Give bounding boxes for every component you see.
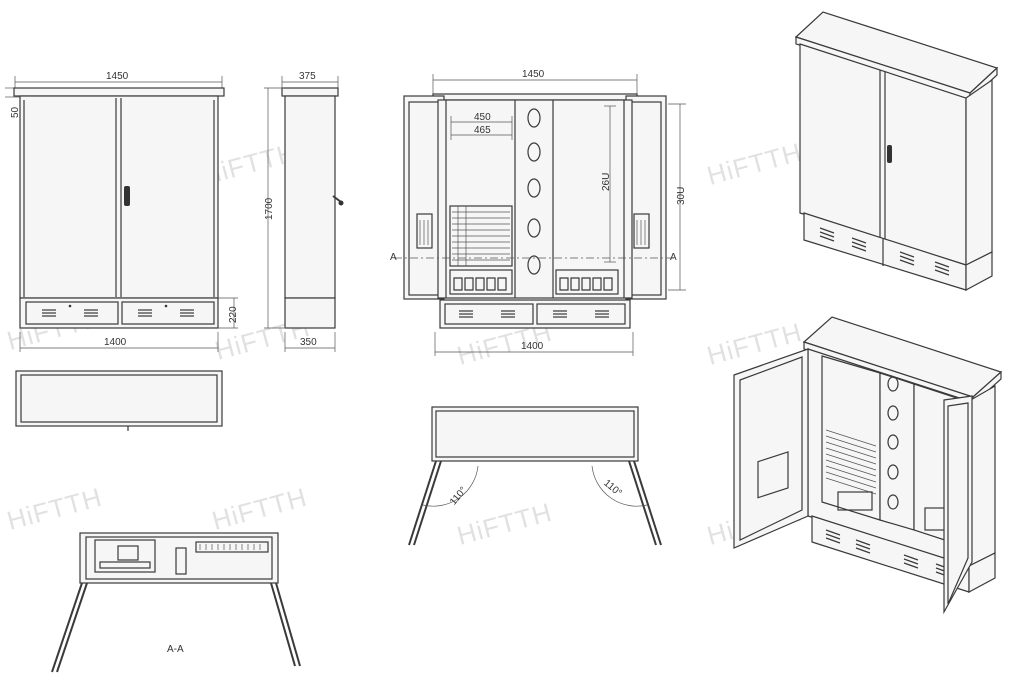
watermark: HiFTTH — [454, 497, 555, 551]
dim-height: 1700 — [264, 197, 275, 220]
section-mark-left: A — [390, 252, 397, 263]
dim-inner-1: 450 — [474, 112, 491, 123]
dim-front-width-top: 1450 — [106, 71, 129, 82]
watermark: HiFTTH — [4, 482, 105, 536]
section-mark-right: A — [670, 252, 677, 263]
section-label: A-A — [167, 644, 184, 655]
iso-open-view — [733, 316, 1003, 615]
dim-front-top-offset: 50 — [10, 106, 21, 118]
dim-rack-right: 30U — [676, 187, 687, 205]
dim-open-width-bottom: 1400 — [521, 341, 544, 352]
dim-side-depth-top: 375 — [299, 71, 316, 82]
front-view: 1450 50 220 1400 — [5, 71, 239, 352]
dim-inner-2: 465 — [474, 125, 491, 136]
section-view: A-A — [51, 532, 301, 673]
watermark: HiFTTH — [209, 482, 310, 536]
top-view — [15, 370, 223, 431]
dim-front-base-height: 220 — [228, 306, 239, 323]
iso-handle-icon — [887, 145, 892, 163]
side-view: 375 1700 350 — [264, 71, 344, 352]
iso-closed-view — [794, 11, 999, 292]
dim-open-width-top: 1450 — [522, 69, 545, 80]
dim-front-width-bottom: 1400 — [104, 337, 127, 348]
door-handle-icon — [124, 186, 130, 206]
angle-right: 110° — [601, 478, 623, 499]
watermark: HiFTTH — [704, 137, 805, 191]
dim-rack-left: 26U — [601, 173, 612, 191]
dim-side-depth-bottom: 350 — [300, 337, 317, 348]
angle-left: 110° — [448, 485, 469, 507]
open-view: 1450 450 465 — [390, 69, 687, 356]
